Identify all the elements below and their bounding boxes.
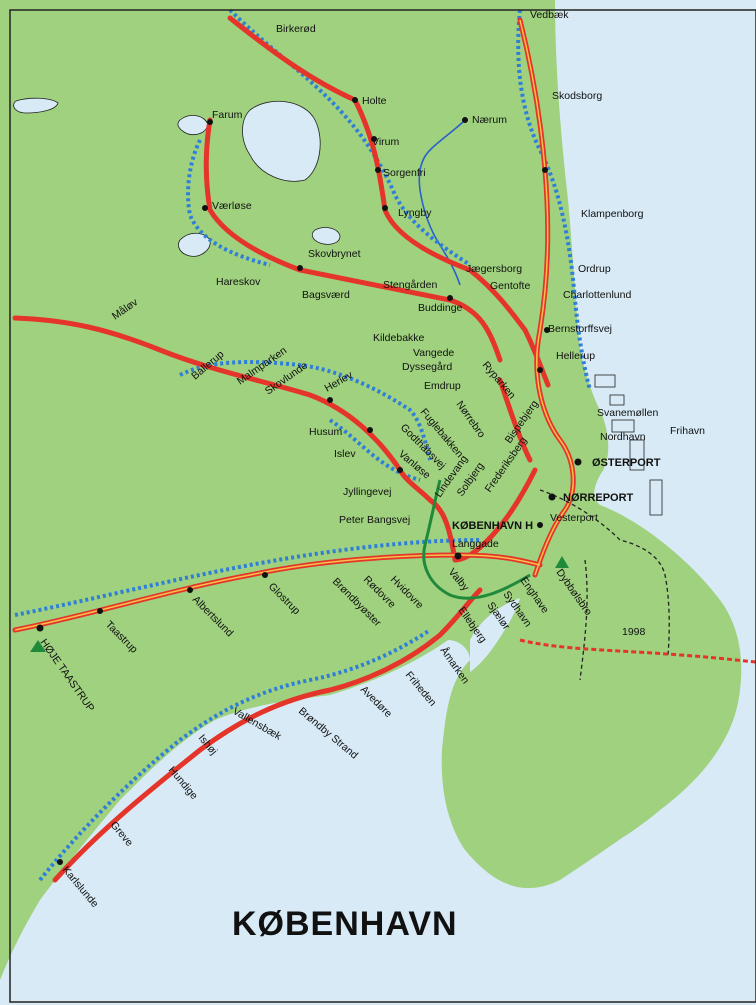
label-vesterport: Vesterport — [550, 512, 598, 524]
coast-routes — [14, 8, 592, 882]
label-bernstorffsvej: Bernstorffsvej — [548, 323, 612, 335]
label-nordhavn: Nordhavn — [600, 431, 646, 443]
label-virum: Virum — [372, 136, 399, 148]
label-frihavn: Frihavn — [670, 425, 705, 437]
label-gentofte: Gentofte — [490, 280, 530, 292]
label-buddinge: Buddinge — [418, 302, 463, 314]
label-islev: Islev — [334, 448, 356, 460]
label-stengarden: Stengården — [383, 279, 437, 291]
green-triangle-icon — [30, 640, 46, 652]
label-vangede: Vangede — [413, 347, 454, 359]
metro-line — [422, 479, 531, 600]
station-dots — [36, 97, 582, 865]
label-kildebakke: Kildebakke — [373, 332, 425, 344]
oresund-link — [519, 638, 756, 664]
green-triangle-icon — [555, 556, 569, 568]
label-naerum: Nærum — [472, 114, 507, 126]
label-osterport: ØSTERPORT — [592, 457, 661, 469]
label-peter-bangsvej: Peter Bangsvej — [339, 514, 410, 526]
label-jaegersborg: Jægersborg — [466, 263, 522, 275]
land-amager — [450, 549, 736, 873]
label-norreport: NØRREPORT — [563, 492, 634, 504]
lakes — [13, 97, 341, 257]
stream — [418, 119, 466, 286]
label-hareskov: Hareskov — [216, 276, 261, 288]
label-sorgenfri: Sorgenfri — [383, 167, 426, 179]
map-border — [9, 9, 756, 1003]
label-ordrup: Ordrup — [578, 263, 611, 275]
label-klampenborg: Klampenborg — [581, 208, 644, 220]
label-husum: Husum — [309, 426, 343, 438]
planned-lines — [539, 489, 670, 681]
label-birkerod: Birkerød — [276, 23, 316, 35]
rail-cores — [14, 19, 574, 631]
label-vedbaek: Vedbæk — [530, 9, 569, 21]
label-bagsvaerd: Bagsværd — [302, 289, 350, 301]
label-1998: 1998 — [622, 626, 646, 638]
label-langgade: Langgade — [452, 538, 499, 550]
label-farum: Farum — [212, 109, 243, 121]
label-lyngby: Lyngby — [398, 207, 432, 219]
label-skodsborg: Skodsborg — [552, 90, 602, 102]
port-piers — [594, 374, 663, 516]
label-dyssegard: Dyssegård — [402, 361, 452, 373]
label-holte: Holte — [362, 95, 387, 107]
station-dot-icon — [352, 97, 358, 103]
harbour-water — [470, 598, 520, 672]
label-charlottenlund: Charlottenlund — [563, 289, 631, 301]
label-kobenhavn-h: KØBENHAVN H — [452, 520, 533, 532]
label-skovbrynet: Skovbrynet — [308, 248, 361, 260]
label-vaerlose: Værløse — [212, 200, 252, 212]
label-emdrup: Emdrup — [424, 380, 461, 392]
label-svanemollen: Svanemøllen — [597, 407, 658, 419]
label-hellerup: Hellerup — [556, 350, 595, 362]
label-jyllingevej: Jyllingevej — [343, 486, 391, 498]
map-title: KØBENHAVN — [232, 905, 458, 943]
